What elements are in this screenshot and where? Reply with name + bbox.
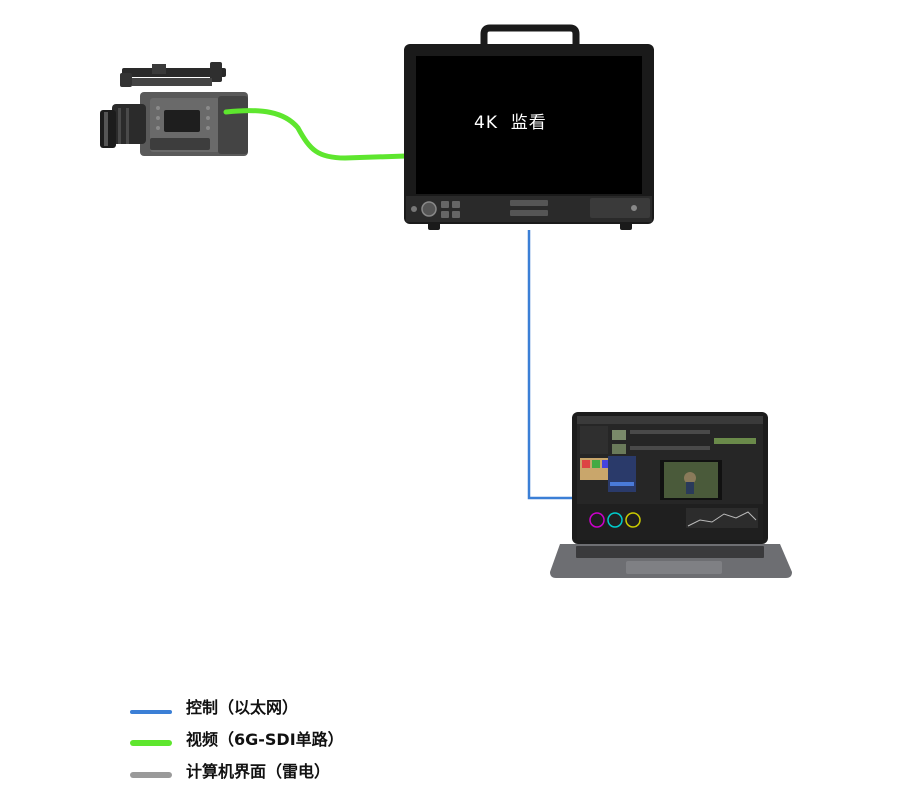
legend-swatch-thunderbolt [130, 772, 172, 778]
legend-item-thunderbolt: 计算机界面（雷电） [130, 758, 390, 788]
monitor-screen-label: 4K 监看 [474, 113, 547, 133]
legend-item-video: 视频（6G-SDI单路） [130, 726, 390, 756]
broadcast-monitor-icon [404, 24, 654, 230]
legend-item-control: 控制（以太网） [130, 694, 390, 724]
legend-label-thunderbolt: 计算机界面（雷电） [186, 762, 331, 781]
cinema-camera-icon [100, 62, 248, 156]
legend-swatch-video [130, 740, 172, 746]
legend-label-video: 视频（6G-SDI单路） [186, 730, 344, 749]
control-cable [527, 230, 580, 500]
video-cable [223, 108, 409, 161]
laptop-icon [550, 412, 792, 578]
legend-label-control: 控制（以太网） [186, 698, 299, 717]
legend-swatch-control [130, 710, 172, 714]
